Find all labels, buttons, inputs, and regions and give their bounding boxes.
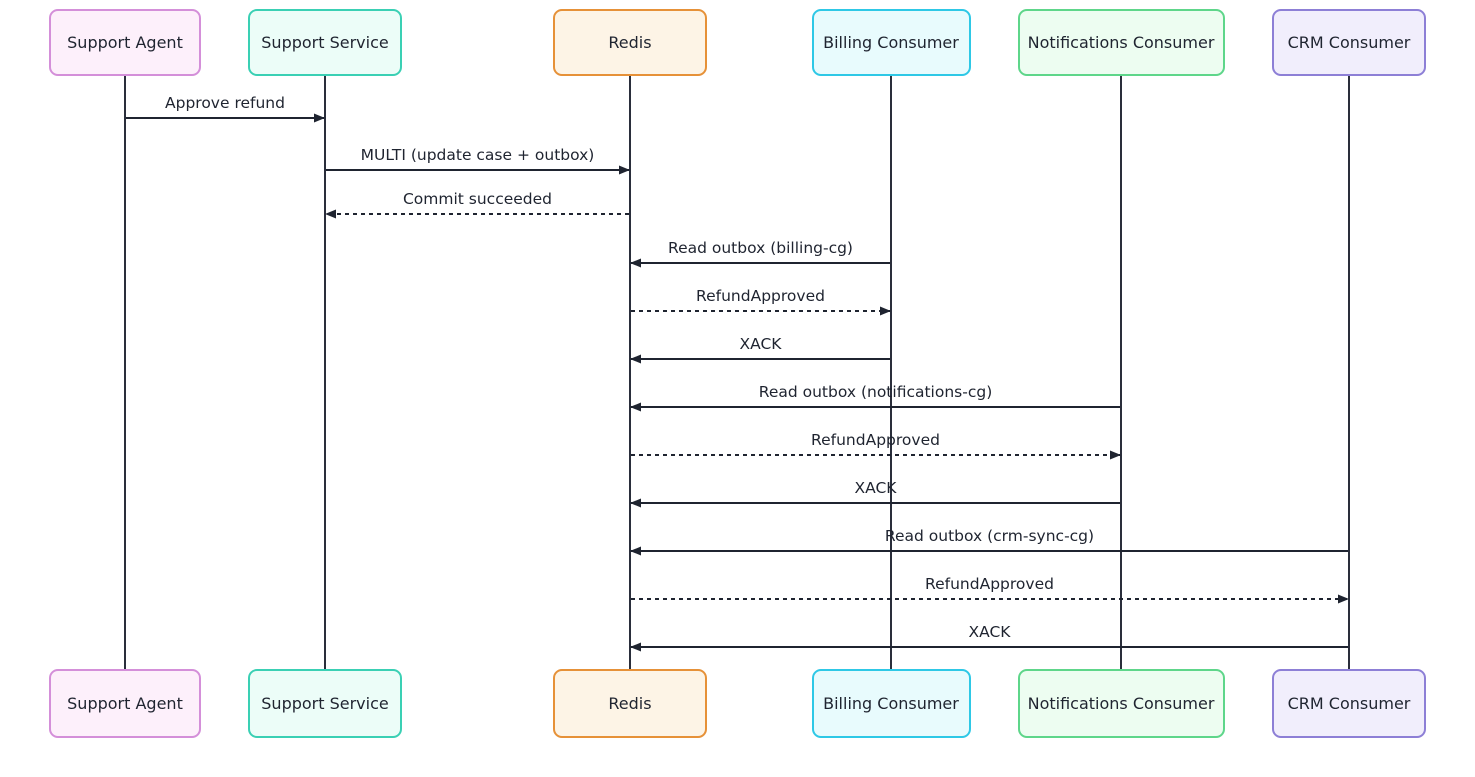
participant-footer-label-crm-consumer: CRM Consumer <box>1288 694 1411 713</box>
participant-header-support-agent[interactable]: Support Agent <box>49 9 201 76</box>
participant-header-label-support-agent: Support Agent <box>67 33 183 52</box>
participant-header-rect-support-agent <box>49 9 201 76</box>
footer-participant-boxes: Support Agent Support Service Redis Billing… <box>49 669 1426 738</box>
participant-header-rect-support-service <box>248 9 402 76</box>
participant-header-label-redis: Redis <box>608 33 651 52</box>
participant-footer-rect-notifications-consumer <box>1018 669 1225 738</box>
msg-xack-crm: XACK <box>630 623 1348 652</box>
msg-multi-update-label: MULTI (update case + outbox) <box>361 146 595 164</box>
msg-refund-approved-crm-label: RefundApproved <box>925 575 1054 593</box>
msg-read-outbox-crm-label: Read outbox (crm-sync-cg) <box>885 527 1094 545</box>
participant-footer-label-billing-consumer: Billing Consumer <box>823 694 959 713</box>
participant-footer-notifications-consumer[interactable]: Notifications Consumer <box>1018 669 1225 738</box>
participant-header-label-support-service: Support Service <box>261 33 388 52</box>
participant-footer-rect-support-agent <box>49 669 201 738</box>
msg-xack-notifications-label: XACK <box>855 479 898 497</box>
participant-footer-support-service[interactable]: Support Service <box>248 669 402 738</box>
participant-footer-rect-support-service <box>248 669 402 738</box>
msg-commit-succeeded: Commit succeeded <box>325 190 629 219</box>
msg-approve-refund-label: Approve refund <box>165 94 285 112</box>
msg-read-outbox-notifications: Read outbox (notifications-cg) <box>630 383 1120 412</box>
participant-header-rect-notifications-consumer <box>1018 9 1225 76</box>
msg-xack-crm-label: XACK <box>969 623 1012 641</box>
participant-footer-rect-billing-consumer <box>812 669 971 738</box>
msg-refund-approved-notifications: RefundApproved <box>631 431 1121 460</box>
participant-header-label-billing-consumer: Billing Consumer <box>823 33 959 52</box>
participant-footer-label-support-service: Support Service <box>261 694 388 713</box>
participant-header-notifications-consumer[interactable]: Notifications Consumer <box>1018 9 1225 76</box>
participant-header-support-service[interactable]: Support Service <box>248 9 402 76</box>
msg-refund-approved-notifications-label: RefundApproved <box>811 431 940 449</box>
participant-footer-rect-crm-consumer <box>1272 669 1426 738</box>
participant-header-crm-consumer[interactable]: CRM Consumer <box>1272 9 1426 76</box>
participant-footer-label-notifications-consumer: Notifications Consumer <box>1028 694 1215 713</box>
participant-footer-label-support-agent: Support Agent <box>67 694 183 713</box>
msg-read-outbox-billing-label: Read outbox (billing-cg) <box>668 239 853 257</box>
participant-footer-redis[interactable]: Redis <box>553 669 707 738</box>
msg-refund-approved-billing: RefundApproved <box>631 287 891 316</box>
participant-footer-rect-redis <box>553 669 707 738</box>
participant-header-redis[interactable]: Redis <box>553 9 707 76</box>
participant-header-label-notifications-consumer: Notifications Consumer <box>1028 33 1215 52</box>
msg-xack-notifications: XACK <box>630 479 1120 508</box>
participant-footer-billing-consumer[interactable]: Billing Consumer <box>812 669 971 738</box>
msg-multi-update: MULTI (update case + outbox) <box>326 146 630 175</box>
participant-footer-support-agent[interactable]: Support Agent <box>49 669 201 738</box>
msg-xack-billing: XACK <box>630 335 890 364</box>
msg-approve-refund: Approve refund <box>126 94 325 123</box>
participant-footer-label-redis: Redis <box>608 694 651 713</box>
msg-read-outbox-crm: Read outbox (crm-sync-cg) <box>630 527 1348 556</box>
msg-refund-approved-crm: RefundApproved <box>631 575 1349 604</box>
participant-header-rect-redis <box>553 9 707 76</box>
participant-footer-crm-consumer[interactable]: CRM Consumer <box>1272 669 1426 738</box>
participant-header-rect-billing-consumer <box>812 9 971 76</box>
lifelines-layer <box>124 75 1350 670</box>
header-participant-boxes: Support Agent Support Service Redis Billing… <box>49 9 1426 76</box>
participant-header-label-crm-consumer: CRM Consumer <box>1288 33 1411 52</box>
msg-read-outbox-billing: Read outbox (billing-cg) <box>630 239 890 268</box>
participant-header-rect-crm-consumer <box>1272 9 1426 76</box>
msg-commit-succeeded-label: Commit succeeded <box>403 190 552 208</box>
msg-read-outbox-notifications-label: Read outbox (notifications-cg) <box>759 383 993 401</box>
msg-refund-approved-billing-label: RefundApproved <box>696 287 825 305</box>
participant-header-billing-consumer[interactable]: Billing Consumer <box>812 9 971 76</box>
msg-xack-billing-label: XACK <box>740 335 783 353</box>
